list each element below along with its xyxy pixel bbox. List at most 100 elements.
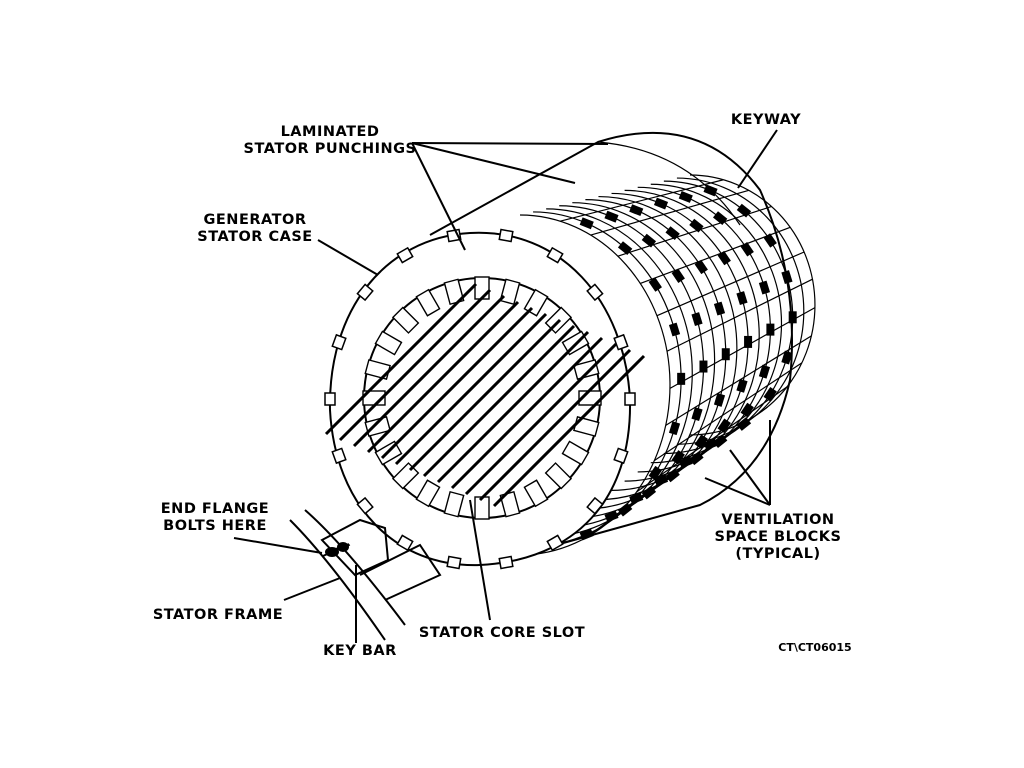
vent-block — [579, 217, 594, 230]
vent-block — [712, 211, 728, 226]
vent-block — [689, 218, 704, 233]
vent-block — [653, 474, 669, 487]
vent-block — [744, 335, 753, 348]
lamination-arc — [624, 189, 760, 482]
vent-block — [740, 402, 754, 418]
label-flange-2: BOLTS HERE — [163, 518, 267, 534]
vent-block — [736, 203, 752, 218]
lamination-seam — [666, 278, 813, 352]
stator-front-face — [324, 228, 646, 570]
vent-block — [781, 350, 793, 365]
label-vent-3: (TYPICAL) — [735, 546, 820, 562]
label-laminated-2: STATOR PUNCHINGS — [244, 141, 417, 157]
keyway-notch — [498, 555, 514, 570]
leader-lines — [233, 129, 778, 643]
label-case-1: GENERATOR — [204, 212, 307, 228]
bore-winding-line — [366, 300, 520, 454]
label-stator-frame: STATOR FRAME — [153, 607, 283, 623]
vent-block — [678, 456, 693, 469]
bore-winding-line — [422, 324, 576, 478]
vent-block — [763, 386, 777, 402]
core-slot — [523, 479, 549, 508]
bore-winding-line — [324, 282, 478, 436]
bore-winding-line — [478, 348, 632, 502]
end-flange-bolt — [322, 542, 350, 557]
core-slot — [561, 440, 590, 466]
lamination-arc — [650, 183, 782, 464]
bore-winding-line — [436, 330, 590, 484]
vent-block — [653, 197, 669, 210]
vent-block — [703, 184, 718, 197]
vent-block — [717, 250, 731, 266]
core-slot — [415, 479, 441, 508]
vent-block — [671, 268, 685, 283]
bore-winding-line — [450, 336, 604, 490]
core-slot — [573, 359, 600, 380]
keyway-notch — [613, 333, 629, 351]
vent-block — [641, 485, 657, 500]
keyway-notch — [613, 447, 629, 465]
vent-block — [713, 301, 726, 316]
bore-winding-line — [464, 342, 618, 496]
vent-block — [736, 291, 748, 305]
bore-winding-line — [492, 354, 646, 508]
bore-winding-line — [338, 288, 492, 442]
vent-block — [788, 311, 797, 324]
keyway-notch — [624, 392, 636, 406]
vent-block — [736, 378, 748, 393]
vent-block — [665, 468, 680, 483]
core-slot — [499, 278, 521, 306]
keyway-notch — [324, 392, 336, 406]
label-laminated-1: LAMINATED — [281, 124, 380, 140]
lamination-arc — [611, 192, 749, 491]
keyway-notch — [331, 447, 347, 465]
vent-block — [629, 492, 644, 505]
bore-winding-line — [380, 306, 534, 460]
keyway-notch — [586, 496, 604, 515]
vent-block — [629, 204, 644, 217]
core-slot — [391, 306, 420, 334]
vent-block — [691, 407, 703, 421]
core-slot — [443, 490, 465, 518]
label-case-2: STATOR CASE — [197, 229, 312, 245]
label-vent-1: VENTILATION — [721, 512, 834, 528]
keyway-notch — [586, 283, 604, 302]
core-slot — [474, 276, 490, 300]
vent-block — [699, 360, 708, 373]
keyway-notch — [546, 246, 564, 264]
vent-block — [678, 191, 693, 203]
lamination-seam — [590, 189, 750, 236]
label-flange-1: END FLANGE — [161, 501, 269, 517]
keyway-notch — [356, 283, 374, 302]
lamination-arc — [637, 186, 771, 473]
vent-block — [677, 372, 686, 385]
core-slot — [474, 496, 490, 520]
vent-block — [668, 421, 681, 436]
keyway-notch — [331, 333, 347, 351]
stator-core-body — [429, 131, 816, 556]
vent-block — [641, 233, 657, 248]
keyway-notch — [356, 496, 374, 515]
vent-block — [758, 364, 771, 379]
core-slot — [374, 330, 403, 356]
label-key-bar: KEY BAR — [323, 643, 397, 659]
keyway-notch — [446, 555, 462, 570]
vent-block — [740, 242, 754, 257]
vent-block — [604, 210, 619, 223]
vent-block — [604, 510, 619, 523]
vent-block — [717, 418, 731, 433]
vent-block — [671, 450, 685, 465]
keyway-notch — [498, 228, 514, 243]
bore-winding-lines — [324, 282, 646, 508]
vent-block — [703, 438, 718, 451]
vent-block — [617, 241, 633, 255]
vent-block — [579, 528, 594, 541]
lamination-seam — [665, 335, 812, 426]
lamination-seam — [636, 386, 788, 493]
vent-block — [648, 465, 662, 481]
vent-block — [648, 277, 662, 292]
bore-winding-line — [352, 294, 506, 448]
label-core-slot: STATOR CORE SLOT — [419, 625, 585, 641]
keyway-notch — [396, 534, 414, 552]
